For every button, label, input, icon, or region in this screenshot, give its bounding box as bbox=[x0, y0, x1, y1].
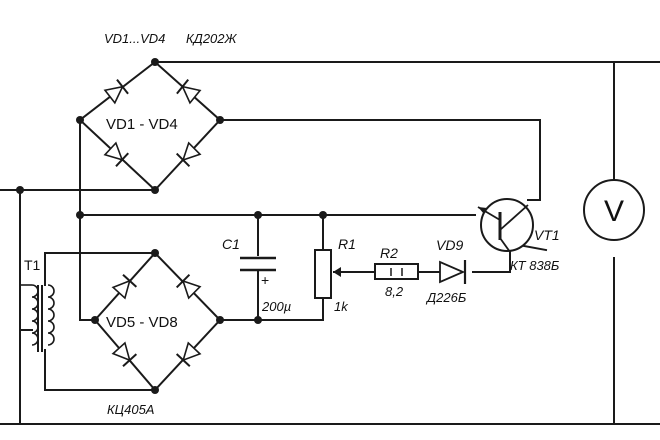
labels: VD1...VD4 КД202Ж VD1 - VD4 VD5 - VD8 КЦ4… bbox=[24, 31, 624, 417]
capacitor-value: 200µ bbox=[261, 299, 291, 314]
junctions bbox=[16, 58, 327, 394]
transformer-label: T1 bbox=[24, 257, 41, 273]
diode-icon bbox=[439, 260, 467, 284]
capacitor-plus: + bbox=[261, 272, 269, 288]
wire-bridge1-left-to-bus bbox=[79, 119, 96, 321]
wire-left-input bbox=[0, 189, 21, 425]
transformer-icon bbox=[20, 284, 55, 352]
diode-icon bbox=[176, 78, 202, 105]
resistor-value: 8,2 bbox=[385, 284, 404, 299]
diode-icon bbox=[111, 274, 138, 300]
potentiometer-icon bbox=[314, 249, 346, 299]
transistor-icon bbox=[477, 198, 534, 253]
bridge-top-type: КД202Ж bbox=[186, 31, 238, 46]
diode-icon bbox=[111, 341, 138, 367]
diode-icon bbox=[103, 141, 129, 168]
wire-vt1-emitter bbox=[522, 244, 548, 252]
pot-label: R1 bbox=[338, 236, 356, 252]
wire-c1-bottom bbox=[219, 271, 259, 321]
transistor-label: VT1 bbox=[534, 227, 560, 243]
diode-icon bbox=[175, 273, 202, 300]
diode-type: Д226Б bbox=[425, 290, 467, 305]
meter-label: V bbox=[604, 195, 624, 228]
transistor-type: КТ 838Б bbox=[510, 258, 560, 273]
diode-label: VD9 bbox=[436, 237, 463, 253]
wire-vd9-to-base bbox=[472, 251, 511, 273]
diode-icon bbox=[175, 341, 202, 367]
wire-bridge1-right-to-collector bbox=[219, 119, 541, 201]
wires bbox=[0, 61, 660, 425]
bridge-top-header: VD1...VD4 bbox=[104, 31, 165, 46]
voltmeter-icon bbox=[583, 179, 645, 241]
bridge-top-name: VD1 - VD4 bbox=[106, 116, 178, 133]
resistor-icon bbox=[374, 263, 419, 280]
wire-r1-bottom bbox=[257, 297, 324, 321]
diode-icon bbox=[175, 141, 202, 168]
resistor-label: R2 bbox=[380, 245, 398, 261]
diode-icon bbox=[103, 78, 129, 105]
bridge-bottom-type: КЦ405А bbox=[107, 402, 154, 417]
bridge-bottom-name: VD5 - VD8 bbox=[106, 314, 178, 331]
capacitor-label: C1 bbox=[222, 236, 240, 252]
pot-value: 1k bbox=[334, 299, 349, 314]
capacitor-icon bbox=[240, 256, 276, 272]
